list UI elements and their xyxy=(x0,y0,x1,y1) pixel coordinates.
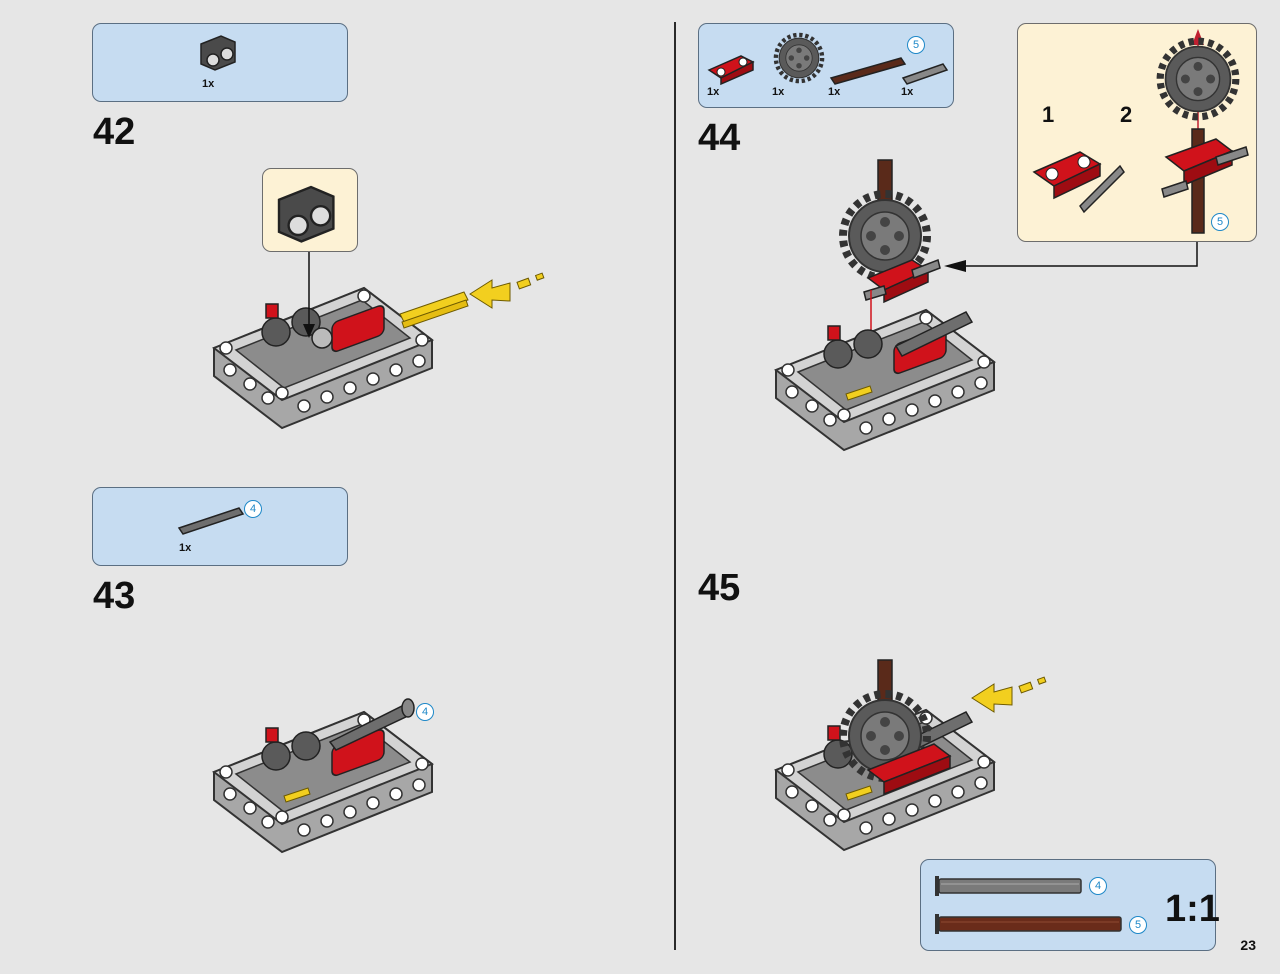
step44-gear-subassembly xyxy=(838,159,941,304)
callout-pointer-line xyxy=(944,242,1198,272)
step45-gear-subassembly xyxy=(838,659,952,796)
step43-assembly-badge: 4 xyxy=(416,703,434,721)
axle-icon xyxy=(935,914,1122,934)
step42-number: 42 xyxy=(93,111,136,153)
callout-step1-parts xyxy=(1032,151,1125,214)
arrow-icon xyxy=(469,272,545,309)
callout-step2-parts xyxy=(1156,29,1249,234)
scale-label: 1:1 xyxy=(1165,888,1220,930)
arrow-icon xyxy=(971,676,1047,713)
axle-icon xyxy=(935,876,1082,896)
ruler-length-badge-4: 4 xyxy=(1089,877,1107,895)
step43-part-qty: 1x xyxy=(179,542,192,554)
callout-sub-step-2: 2 xyxy=(1120,102,1133,127)
step44-frame-assembly xyxy=(775,309,995,451)
connector-icon xyxy=(200,35,236,71)
page-number: 23 xyxy=(1240,937,1256,953)
step44-subassembly-callout: 1 2 5 xyxy=(1017,23,1257,242)
step43-grey-axle xyxy=(328,698,415,751)
step42-frame-assembly xyxy=(213,287,433,429)
step42-placement-line xyxy=(303,252,315,338)
step44-part2-qty: 1x xyxy=(772,86,785,98)
step42-part-qty: 1x xyxy=(202,78,215,90)
red-beam-icon xyxy=(707,55,755,86)
step44-number: 44 xyxy=(698,117,741,159)
callout-length-badge: 5 xyxy=(1211,213,1229,231)
step45-number: 45 xyxy=(698,567,741,609)
step43-frame-assembly xyxy=(213,711,433,853)
axle-icon xyxy=(901,63,949,85)
step44-part3-qty: 1x xyxy=(828,86,841,98)
axle-icon xyxy=(177,507,245,535)
gear-icon xyxy=(775,34,825,84)
step44-length-badge: 5 xyxy=(907,36,925,54)
page-divider xyxy=(674,22,676,950)
callout-sub-step-1: 1 xyxy=(1042,102,1055,127)
step44-parts-box: 1x 1x 1x 5 1x xyxy=(698,23,954,108)
connector-icon xyxy=(277,185,335,243)
step43-length-badge: 4 xyxy=(244,500,262,518)
step42-parts-box: 1x xyxy=(92,23,348,102)
step44-part4-qty: 1x xyxy=(901,86,914,98)
step42-part-callout xyxy=(262,168,358,252)
ruler-length-badge-5: 5 xyxy=(1129,916,1147,934)
step43-parts-box: 4 1x xyxy=(92,487,348,566)
step42-yellow-axle xyxy=(399,291,469,329)
axle-icon xyxy=(829,57,907,85)
scale-ruler-box: 4 5 1:1 xyxy=(920,859,1220,951)
step44-part1-qty: 1x xyxy=(707,86,720,98)
step43-number: 43 xyxy=(93,575,136,617)
